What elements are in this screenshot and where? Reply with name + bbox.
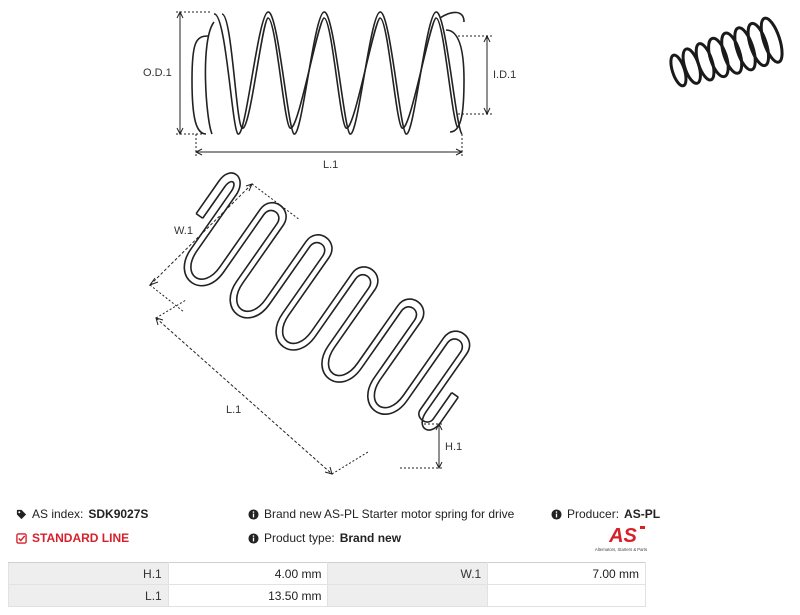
standard-line: STANDARD LINE [16, 531, 129, 545]
product-info: AS index: SDK9027S STANDARD LINE Brand n… [0, 505, 800, 560]
spring-side-view [183, 172, 471, 431]
spec-label: W.1 [327, 562, 489, 585]
dimension-od [176, 10, 210, 136]
description: Brand new AS-PL Starter motor spring for… [248, 507, 514, 521]
height-label: H.1 [445, 441, 462, 453]
description-text: Brand new AS-PL Starter motor spring for… [264, 507, 515, 521]
spring-photo [669, 16, 784, 88]
spring-front-view [191, 11, 465, 135]
producer-value: AS-PL [624, 507, 661, 521]
spec-value [487, 584, 646, 607]
dimension-length-side [155, 299, 369, 475]
logo-mark: AS [608, 525, 637, 547]
info-icon [551, 508, 562, 520]
logo-tagline: Alternators, Starters & Parts [595, 547, 647, 552]
table-row: H.1 4.00 mm W.1 7.00 mm [8, 562, 646, 585]
width-label: W.1 [174, 225, 193, 237]
spec-label: H.1 [8, 562, 169, 585]
spec-table: H.1 4.00 mm W.1 7.00 mm L.1 13.50 mm [8, 562, 646, 607]
length-label-top: L.1 [323, 159, 338, 171]
tag-icon [16, 509, 27, 519]
id-label: I.D.1 [493, 69, 516, 81]
length-label-side: L.1 [226, 404, 241, 416]
info-icon [248, 508, 259, 520]
technical-drawing: O.D.1 I.D.1 L.1 W.1 L.1 [143, 10, 784, 475]
spec-value: 13.50 mm [167, 584, 329, 607]
table-row: L.1 13.50 mm [8, 584, 646, 607]
as-index-label: AS index: [32, 507, 84, 521]
producer: Producer: AS-PL [551, 507, 660, 521]
product-type-label: Product type: [264, 531, 335, 545]
spec-value: 4.00 mm [167, 562, 329, 585]
info-icon [248, 532, 259, 544]
spec-label: L.1 [8, 584, 169, 607]
dimension-height [400, 422, 443, 470]
producer-label: Producer: [567, 507, 620, 521]
dimension-id [458, 34, 492, 116]
dimension-width [148, 183, 301, 313]
as-index: AS index: SDK9027S [16, 507, 148, 521]
product-type-value: Brand new [339, 531, 402, 545]
od-label: O.D.1 [143, 67, 172, 79]
product-type: Product type: Brand new [248, 531, 401, 545]
as-logo: AS Alternators, Starters & Parts [595, 525, 647, 552]
spec-value: 7.00 mm [487, 562, 646, 585]
as-index-value: SDK9027S [88, 507, 149, 521]
dimension-length-top [194, 134, 464, 156]
standard-line-label: STANDARD LINE [32, 531, 130, 545]
checkbox-icon [16, 532, 27, 544]
spec-label [327, 584, 489, 607]
